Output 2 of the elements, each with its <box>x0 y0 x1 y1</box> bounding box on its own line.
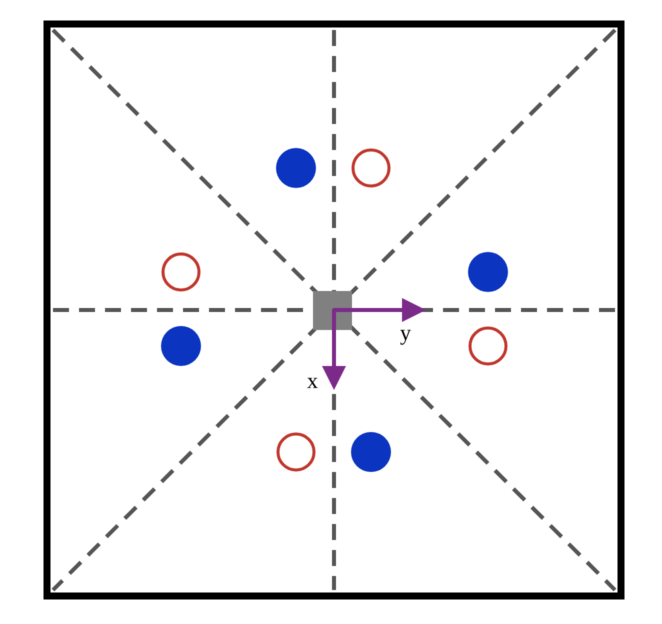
axis-label: y <box>400 322 411 344</box>
axis-label: x <box>307 370 318 392</box>
